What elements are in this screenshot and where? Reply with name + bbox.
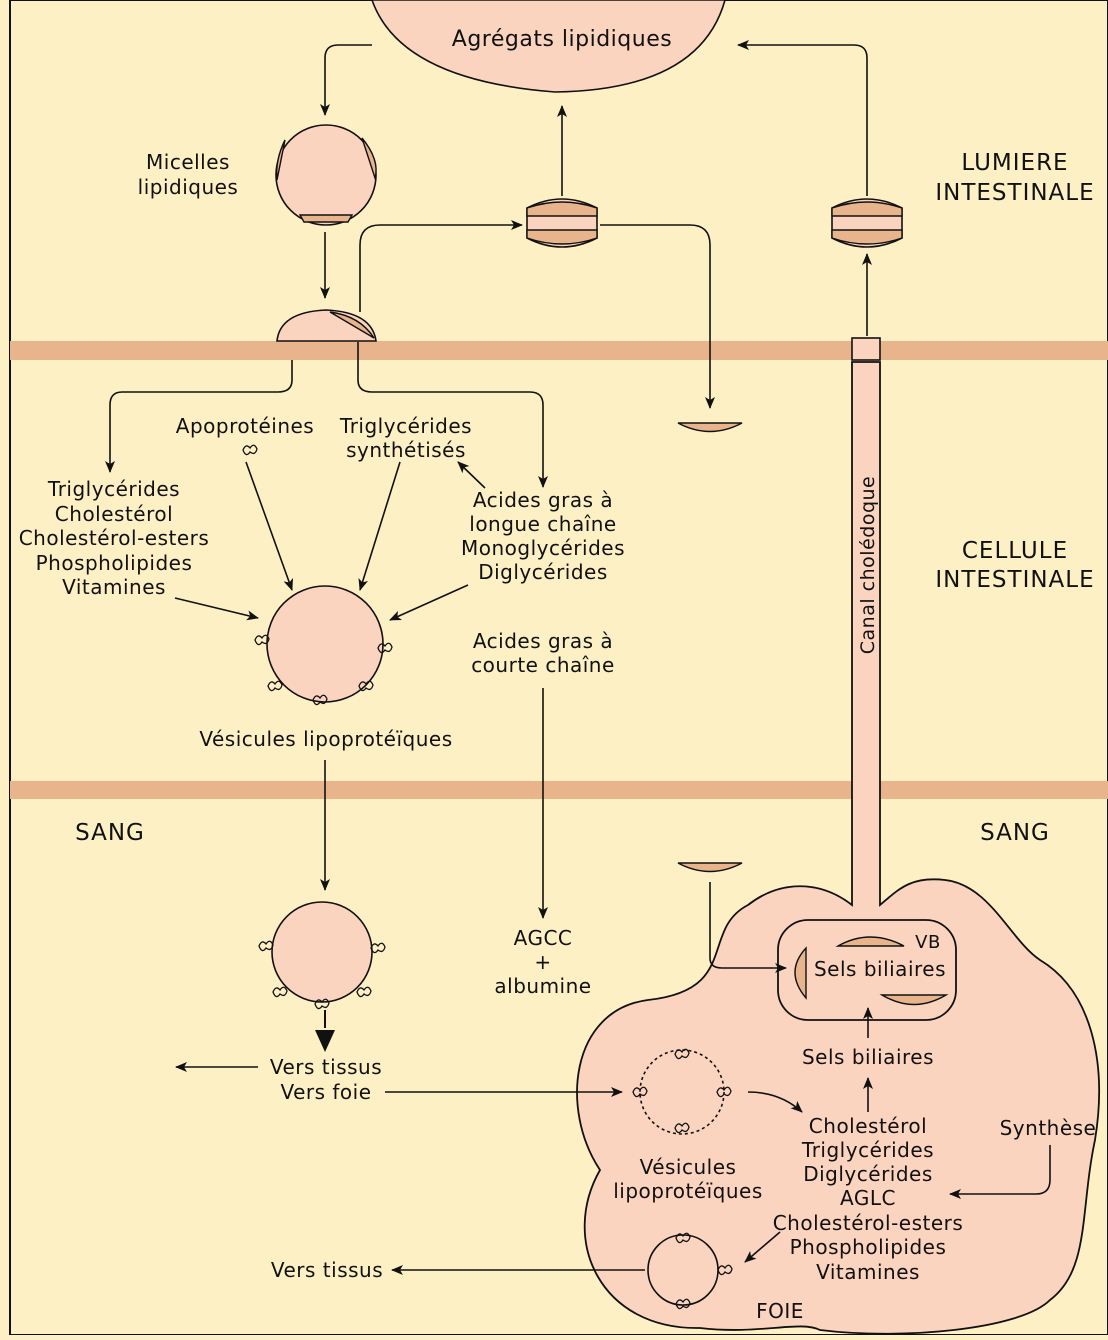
arrows: [105, 40, 1051, 1275]
apoprotein-icon: [674, 1122, 690, 1134]
micelle-circle: [275, 124, 377, 226]
micelle-bile-bottom-icon: [298, 214, 354, 223]
apoprotein-icon: [675, 1298, 691, 1310]
apoprotein-icon: [356, 986, 372, 998]
zone-liver: FOIE: [756, 1299, 804, 1323]
direct-list-item: Triglycérides: [47, 477, 180, 501]
direct-list-item: Vitamines: [62, 575, 166, 599]
apoprotein-icon: [370, 942, 386, 954]
apoprotein-icon: [717, 1264, 733, 1276]
liver-lipid-item: AGLC: [840, 1186, 896, 1210]
long-chain-item: longue chaîne: [469, 512, 616, 536]
lipid-aggregates-label: Agrégats lipidiques: [452, 27, 672, 52]
zone-lumen-line1: LUMIERE: [961, 150, 1068, 176]
apoprotein-icon: [267, 680, 283, 692]
direct-list-item: Cholestérol-esters: [19, 526, 210, 550]
destination-tissues: Vers tissus: [270, 1055, 382, 1079]
liver-vesicle-dashed: [639, 1049, 725, 1135]
direct-list-item: Cholestérol: [55, 502, 173, 526]
synthesis-label: Synthèse: [1000, 1116, 1097, 1140]
liver-vesicles-line1: Vésicules: [640, 1155, 737, 1179]
apoprotein-icon: [258, 940, 274, 952]
liver-vesicle: [647, 1234, 719, 1306]
agcc-line2: +: [534, 950, 551, 974]
bile-salts-label: Sels biliaires: [802, 1045, 934, 1069]
apoprotein-icon: [312, 694, 328, 706]
zone-cell-line2: INTESTINALE: [935, 567, 1094, 593]
chylomicron-cell: [266, 585, 384, 703]
liver-vesicles-line2: lipoprotéïques: [613, 1179, 763, 1203]
micelle-bile-left-icon: [275, 139, 286, 181]
apoprotein-icon: [242, 444, 258, 456]
liver-lipid-item: Triglycérides: [801, 1138, 934, 1162]
synthesized-tg-line1: Triglycérides: [339, 414, 472, 438]
apoprotein-icon: [358, 680, 374, 692]
gallbladder-label: VB: [915, 932, 941, 953]
liver-lipid-item: Cholestérol-esters: [773, 1211, 964, 1235]
bile-salt-bottom-icon: [879, 994, 949, 1006]
bile-salt-left-icon: [794, 946, 807, 1000]
direct-list-item: Phospholipides: [36, 551, 193, 575]
micelles-label-line2: lipidiques: [138, 175, 239, 199]
destination-liver: Vers foie: [280, 1080, 371, 1104]
short-chain-line1: Acides gras à: [473, 629, 613, 653]
bile-salts-in-vb: Sels biliaires: [814, 957, 946, 981]
apoprotein-icon: [254, 634, 270, 646]
apoprotein-icon: [674, 1048, 690, 1060]
bile-capsule-right: [831, 198, 903, 248]
vesicles-label: Vésicules lipoprotéïques: [199, 727, 452, 751]
bile-salt-blood-icon: [677, 862, 743, 873]
bile-salt-top-icon: [835, 936, 905, 947]
chylomicron-blood: [271, 901, 373, 1003]
apoprotein-icon: [314, 998, 330, 1010]
agcc-line3: albumine: [494, 974, 591, 998]
long-chain-item: Monoglycérides: [461, 536, 625, 560]
zone-blood-right: SANG: [980, 820, 1050, 846]
micelles-label-line1: Micelles: [146, 150, 230, 174]
apoprotein-icon: [272, 986, 288, 998]
long-chain-item: Acides gras à: [473, 488, 613, 512]
apical-membrane: [10, 341, 1108, 360]
basal-membrane: [10, 781, 1108, 799]
zone-blood-left: SANG: [75, 820, 145, 846]
liver-lipid-item: Cholestérol: [809, 1114, 927, 1138]
bile-duct-top: [851, 337, 881, 361]
lipid-aggregates-shape: [371, 0, 726, 93]
liver-lipid-item: Phospholipides: [790, 1235, 947, 1259]
bile-salt-cell-icon: [677, 422, 743, 433]
micelle-bile-right-icon: [361, 137, 377, 181]
synthesized-tg-line2: synthétisés: [346, 438, 466, 462]
liver-lipid-item: Vitamines: [816, 1260, 920, 1284]
apoprotein-icon: [716, 1086, 732, 1098]
short-chain-line2: courte chaîne: [471, 653, 615, 677]
zone-lumen-line2: INTESTINALE: [935, 180, 1094, 206]
dome-bile-icon: [329, 311, 375, 339]
apoprotein-icon: [675, 1232, 691, 1244]
zone-cell-line1: CELLULE: [962, 538, 1068, 564]
liver-to-tissues: Vers tissus: [271, 1258, 383, 1282]
apoproteins-label: Apoprotéines: [176, 414, 314, 438]
agcc-line1: AGCC: [514, 926, 573, 950]
long-chain-item: Diglycérides: [478, 560, 608, 584]
liver-lipid-item: Diglycérides: [803, 1162, 933, 1186]
apoprotein-icon: [632, 1086, 648, 1098]
apoprotein-icon: [377, 642, 393, 654]
bile-duct-label: Canal cholédoque: [857, 476, 879, 654]
apoprotein-markers: [242, 444, 733, 1310]
bile-capsule-mid: [526, 198, 598, 248]
